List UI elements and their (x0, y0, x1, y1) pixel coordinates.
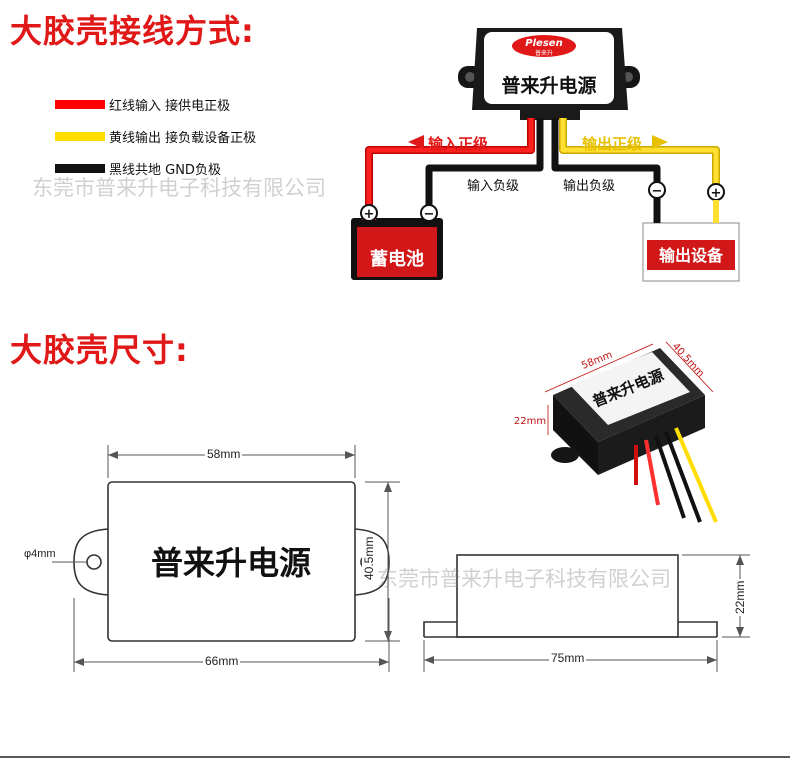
minus-icon: − (652, 184, 663, 199)
device-label: 输出设备 (659, 246, 724, 265)
dimension-drawings: 普来升电源 58mm 40.5mm 22mm 普来升电源 (0, 341, 790, 758)
wiring-section-title: 大胶壳接线方式: (10, 12, 255, 50)
red-wire-swatch (55, 99, 105, 109)
front-label: 普来升电源 (151, 544, 311, 582)
battery-negative-terminal: − (420, 204, 438, 222)
module-label: 普来升电源 (501, 74, 596, 97)
legend-item-black: 黑线共地 GND负极 (55, 158, 221, 178)
input-positive-label: 输入正级 (428, 135, 489, 153)
module-photo: 普来升电源 (544, 341, 718, 523)
wires (365, 118, 720, 208)
plus-icon: + (711, 186, 722, 201)
front-height-label: 40.5mm (362, 534, 376, 582)
wiring-diagram: Plesen 普来升 普来升电源 输入正级 输出正级 输入负级 输出负级 蓄电池… (351, 28, 740, 282)
legend-red-text: 红线输入 接供电正极 (109, 98, 231, 114)
legend-item-red: 红线输入 接供电正极 (55, 94, 230, 114)
photo-height-label: 22mm (514, 416, 546, 427)
front-dimension-arrows (74, 451, 392, 666)
output-arrow-icon (652, 135, 668, 149)
watermark-bottom: 东莞市普来升电子科技有限公司 (377, 567, 671, 591)
legend-yellow-text: 黄线输出 接负载设备正极 (109, 130, 257, 146)
module-brand-sub: 普来升 (535, 49, 553, 57)
side-view (423, 554, 718, 638)
hole-diameter-label: φ4mm (22, 548, 58, 560)
legend-item-yellow: 黄线输出 接负载设备正极 (55, 126, 256, 146)
yellow-wire-swatch (55, 131, 105, 141)
device-negative-terminal: − (648, 181, 666, 223)
legend-black-text: 黑线共地 GND负极 (109, 162, 221, 178)
battery-positive-terminal: + (360, 204, 378, 222)
module-brand: Plesen (525, 38, 562, 49)
output-device: 输出设备 (642, 222, 740, 282)
front-total-width-label: 66mm (203, 654, 241, 668)
battery-label: 蓄电池 (370, 248, 424, 270)
output-positive-label: 输出正级 (582, 135, 643, 153)
plus-icon: + (364, 207, 375, 222)
minus-icon: − (424, 207, 435, 222)
device-positive-terminal: + (707, 183, 725, 223)
side-dimension-arrows (424, 555, 744, 664)
input-negative-label: 输入负级 (467, 178, 519, 194)
side-height-label: 22mm (733, 578, 747, 616)
front-width-label: 58mm (205, 447, 243, 461)
watermark-top: 东莞市普来升电子科技有限公司 (32, 176, 326, 200)
side-length-label: 75mm (549, 651, 587, 665)
size-section-title: 大胶壳尺寸: (10, 331, 189, 369)
black-wire-swatch (55, 163, 105, 173)
input-arrow-icon (408, 135, 424, 149)
output-negative-label: 输出负级 (563, 178, 615, 194)
power-module: Plesen 普来升 普来升电源 (458, 28, 640, 120)
